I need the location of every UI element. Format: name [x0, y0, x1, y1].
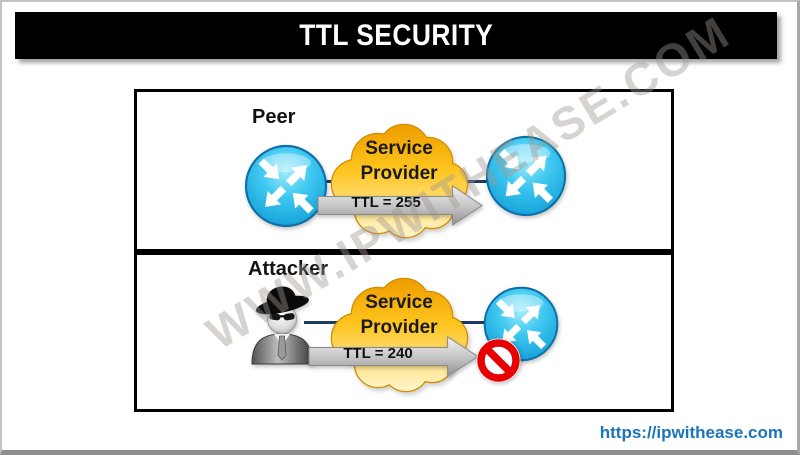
attacker-label: Attacker	[248, 258, 329, 280]
panel-attacker	[134, 252, 674, 412]
service-provider-label: Service Provider	[360, 138, 438, 184]
service-provider-label: Service Provider	[360, 292, 438, 338]
site-link[interactable]: https://ipwithease.com	[599, 423, 783, 442]
peer-label: Peer	[252, 106, 296, 128]
title-bar: TTL SECURITY	[15, 12, 777, 59]
no-entry-icon	[476, 338, 521, 383]
panel-peer	[134, 89, 674, 252]
ttl-value-label: TTL = 240	[343, 345, 413, 362]
ttl-value-label: TTL = 255	[351, 194, 421, 211]
router-icon	[484, 134, 568, 218]
page-title: TTL SECURITY	[298, 18, 493, 52]
